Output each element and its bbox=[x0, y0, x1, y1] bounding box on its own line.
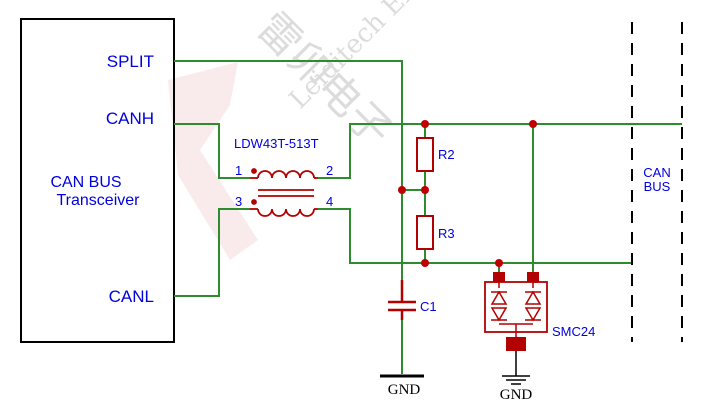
pin-label-canh: CANH bbox=[106, 109, 154, 128]
ground-label-1: GND bbox=[388, 382, 421, 398]
wire-canh-in bbox=[174, 123, 250, 179]
junction-dots bbox=[398, 120, 537, 267]
resistor-r2 bbox=[416, 137, 434, 172]
transceiver-name-line1: CAN BUS bbox=[50, 174, 121, 191]
resistor-r3-label: R3 bbox=[438, 226, 455, 241]
bus-label-line1: CAN bbox=[643, 165, 670, 180]
pin-label-split: SPLIT bbox=[107, 52, 154, 71]
transceiver-name-line2: Transceiver bbox=[57, 192, 141, 209]
tvs-smc24 bbox=[484, 272, 548, 351]
choke-part-label: LDW43T-513T bbox=[234, 136, 319, 151]
wire-canh-out bbox=[318, 123, 682, 179]
capacitor-c1 bbox=[388, 280, 416, 320]
watermark-logo bbox=[168, 62, 258, 260]
ground-symbol-2 bbox=[502, 351, 530, 385]
common-mode-choke bbox=[250, 168, 318, 217]
ground-label-2: GND bbox=[500, 387, 533, 403]
resistor-r2-label: R2 bbox=[438, 147, 455, 162]
tvs-label: SMC24 bbox=[552, 324, 595, 339]
pin-label-canl: CANL bbox=[109, 287, 154, 306]
wire-split bbox=[174, 60, 403, 280]
wire-canl-in bbox=[174, 208, 250, 297]
capacitor-c1-label: C1 bbox=[420, 299, 437, 314]
bus-label-line2: BUS bbox=[644, 179, 671, 194]
wire-canl-out bbox=[318, 208, 632, 264]
choke-pin2: 2 bbox=[326, 163, 333, 178]
transceiver-box bbox=[20, 18, 175, 343]
watermark: Leiditech Electronic 雷卯电子 bbox=[168, 0, 494, 260]
wires bbox=[174, 60, 682, 374]
choke-pin1: 1 bbox=[235, 163, 242, 178]
choke-pin3: 3 bbox=[235, 194, 242, 209]
resistor-r3 bbox=[416, 215, 434, 250]
choke-pin4: 4 bbox=[326, 194, 333, 209]
